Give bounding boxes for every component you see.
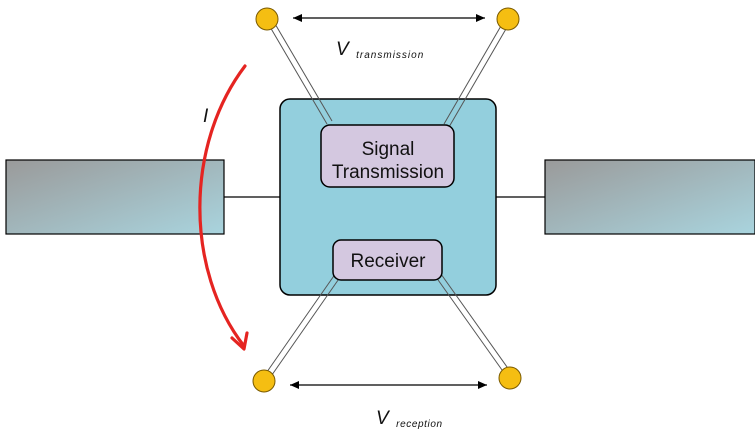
v-transmission-label: V transmission — [336, 39, 424, 61]
signal-transmission-box — [320, 124, 455, 188]
v-reception-main: V — [376, 408, 391, 429]
terminal-bottom-left — [252, 369, 276, 393]
lead-bottom-right — [430, 266, 513, 378]
v-reception-label: V reception — [376, 408, 443, 430]
v-transmission-subscript: transmission — [356, 50, 424, 61]
left-bar — [5, 159, 225, 235]
lead-top-left — [265, 16, 333, 125]
terminal-top-left — [255, 7, 279, 31]
v-transmission-main: V — [336, 39, 351, 60]
lead-top-right — [443, 18, 511, 128]
receiver-box — [332, 239, 443, 281]
right-bar — [544, 159, 755, 235]
lead-bottom-left — [261, 269, 344, 383]
v-reception-subscript: reception — [396, 419, 443, 430]
signal-transmission-label-line2: Transmission — [332, 162, 444, 183]
signal-transmission-label-line1: Signal — [362, 139, 415, 160]
current-arrow — [198, 64, 247, 348]
terminal-bottom-right — [498, 366, 522, 390]
receiver-label: Receiver — [351, 251, 427, 272]
current-arrowhead — [230, 331, 249, 351]
terminal-top-right — [496, 7, 520, 31]
current-label: I — [203, 106, 209, 127]
